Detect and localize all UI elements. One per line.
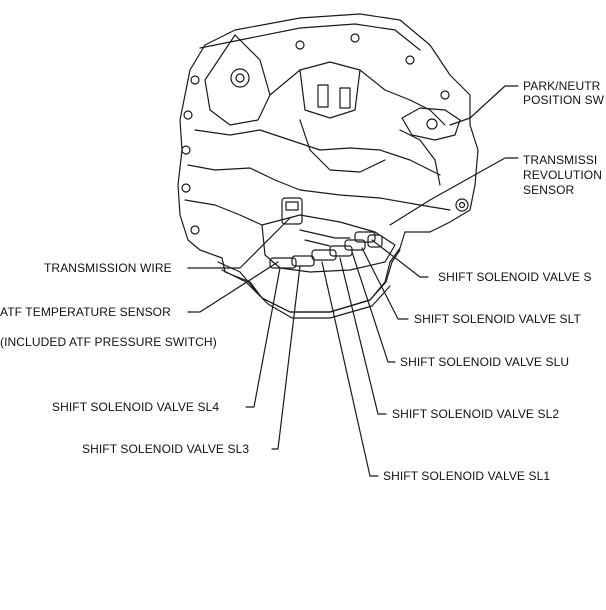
wire-connector-cap	[285, 201, 299, 211]
wire-connector	[281, 197, 303, 225]
bolt-c	[181, 145, 191, 155]
housing-rib-1	[269, 61, 386, 96]
oil-pan-lip	[221, 269, 391, 319]
leader-sl2	[339, 257, 387, 415]
housing-top-ridge	[199, 23, 421, 51]
housing-rib-8	[399, 129, 441, 186]
park-neutral-switch-hub	[426, 118, 438, 130]
leader-sls	[371, 239, 429, 278]
bolt-j	[405, 55, 415, 65]
label-slu: SHIFT SOLENOID VALVE SLU	[400, 355, 570, 369]
bolt-k	[440, 90, 450, 100]
label-trans-rev-3: SENSOR	[523, 183, 575, 197]
bolt-a	[190, 75, 200, 85]
label-trans-rev-1: TRANSMISSI	[523, 153, 598, 167]
leader-sl1	[321, 261, 379, 477]
bolt-f	[455, 198, 469, 212]
housing-port-2	[339, 87, 351, 109]
park-neutral-switch	[401, 107, 461, 141]
bolt-d	[181, 183, 191, 193]
leader-slt	[361, 247, 409, 320]
label-sl2: SHIFT SOLENOID VALVE SL2	[392, 407, 560, 421]
housing-rib-6	[184, 199, 263, 226]
housing-port-1	[317, 84, 329, 108]
bolt-i	[350, 33, 360, 43]
housing-rib-7	[299, 119, 386, 173]
label-atf-pressure: (INCLUDED ATF PRESSURE SWITCH)	[0, 335, 217, 349]
label-sls: SHIFT SOLENOID VALVE S	[438, 270, 592, 284]
leader-slu	[351, 251, 396, 363]
bolt-h	[295, 40, 305, 50]
housing-bell	[204, 34, 271, 126]
housing-rib-4	[194, 129, 441, 176]
leader-park-neutral	[449, 85, 519, 126]
label-atf-sensor: ATF TEMPERATURE SENSOR	[0, 305, 171, 319]
housing-rib-5	[187, 164, 451, 211]
solenoid-bank	[269, 229, 383, 269]
bolt-b	[183, 110, 193, 120]
valve-body	[261, 214, 396, 273]
label-park-neutral-1: PARK/NEUTR	[523, 79, 601, 93]
bolt-g	[458, 201, 466, 209]
label-park-neutral-2: POSITION SW	[523, 93, 605, 107]
bolt-boss-2	[235, 73, 245, 83]
housing-rib-2	[299, 69, 361, 119]
label-sl1: SHIFT SOLENOID VALVE SL1	[383, 469, 551, 483]
label-sl3: SHIFT SOLENOID VALVE SL3	[82, 442, 250, 456]
leader-atf	[187, 261, 279, 313]
leader-sl3	[271, 265, 301, 450]
label-transmission-wire: TRANSMISSION WIRE	[44, 261, 172, 275]
housing-rib-3	[384, 89, 446, 126]
oil-pan	[217, 249, 401, 313]
leader-sl4	[245, 267, 281, 408]
transmission-case-outline	[177, 13, 479, 313]
label-sl4: SHIFT SOLENOID VALVE SL4	[52, 400, 220, 414]
label-trans-rev-2: REVOLUTION	[523, 168, 603, 182]
leader-trans-rev	[389, 157, 519, 226]
label-slt: SHIFT SOLENOID VALVE SLT	[414, 312, 581, 326]
leader-trans-wire	[187, 217, 291, 269]
bolt-e	[190, 225, 200, 235]
bolt-boss-1	[230, 68, 250, 88]
